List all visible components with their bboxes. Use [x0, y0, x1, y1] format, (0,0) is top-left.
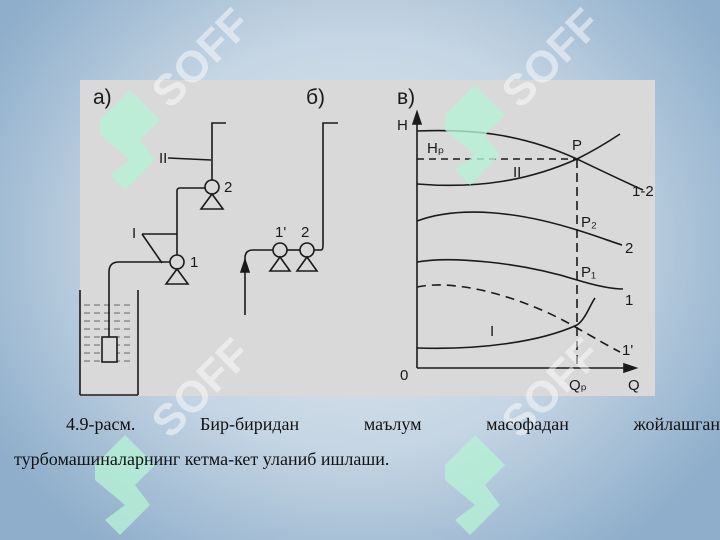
diagram-panel-v [411, 109, 644, 374]
diagram-panel-b [239, 122, 338, 315]
intake-strainer [101, 336, 118, 363]
curve-1 [416, 258, 624, 290]
discharge-pipe [211, 122, 226, 180]
point-p2: P₂ [581, 214, 597, 231]
label-b: б) [306, 86, 325, 109]
label-2b: 2 [301, 224, 309, 241]
hp-label: Hₚ [427, 140, 444, 157]
pump-1-base [164, 267, 190, 285]
axis-q-arrow [623, 362, 639, 374]
line-I [141, 233, 177, 264]
pipe-1-2 [176, 187, 205, 255]
label-v: в) [397, 86, 415, 109]
caption-line-1: 4.9-расм. Бир-биридан маълум масофадан ж… [66, 414, 720, 435]
figure-background [80, 80, 655, 396]
caption-word: маълум [363, 414, 422, 434]
label-I: I [132, 225, 136, 242]
label-a: а) [93, 86, 112, 109]
tank [79, 290, 139, 396]
axis-q-label: Q [628, 377, 640, 394]
inlet-arrow [239, 257, 251, 273]
label-1prime: 1' [275, 224, 286, 241]
curve-I [416, 297, 596, 350]
caption-word: Бир-биридан [200, 414, 300, 434]
suction-pipe [108, 261, 170, 337]
origin-label: 0 [400, 367, 408, 384]
caption-word: 4.9-расм. [66, 414, 136, 434]
caption-line-2: турбомашиналарнинг кетма-кет уланиб ишла… [14, 449, 390, 469]
outlet-pipe [314, 122, 338, 251]
point-p: P [572, 137, 582, 154]
pump-2-base [199, 192, 225, 210]
qp-label: Qₚ [569, 377, 587, 394]
label-pump2: 2 [224, 179, 232, 196]
label-pump1: 1 [190, 254, 198, 271]
axis-h-label: H [397, 117, 408, 134]
caption-word: масофадан [486, 414, 569, 434]
curve-label-II: II [513, 164, 521, 181]
axis-h-arrow [411, 109, 423, 125]
label-II: II [159, 150, 167, 167]
line-II [167, 157, 212, 161]
curve-II [416, 133, 621, 187]
caption-word: жойлашган [633, 414, 720, 434]
curve-label-2: 2 [625, 240, 633, 257]
point-p1: P₁ [581, 264, 596, 281]
curve-1prime [416, 284, 621, 353]
diagram-panel-a [79, 122, 226, 396]
curve-label-1prime: 1' [622, 342, 633, 359]
curve-2 [416, 211, 623, 246]
curve-label-I: I [490, 323, 494, 340]
curve-label-1-2: 1-2 [632, 183, 654, 200]
curve-label-1: 1 [625, 292, 633, 309]
